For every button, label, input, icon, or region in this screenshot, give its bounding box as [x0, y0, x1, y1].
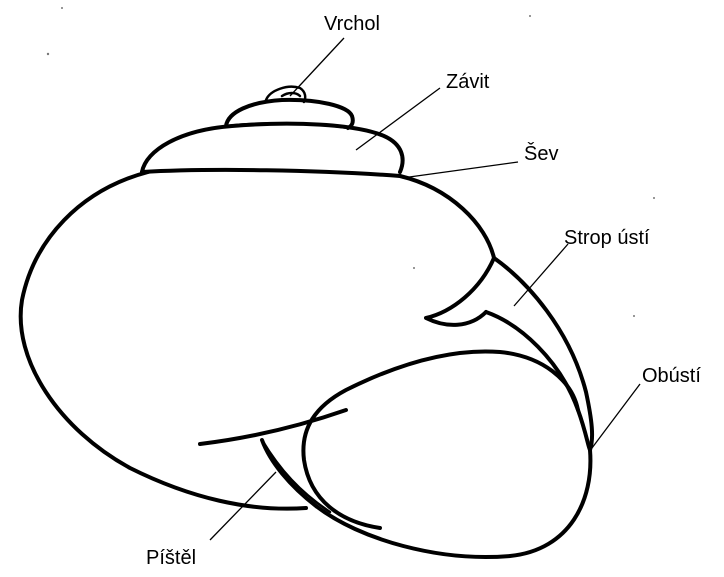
speck	[413, 267, 415, 269]
shell-aperture-lip	[486, 312, 590, 450]
leader-vrchol	[290, 38, 344, 96]
label-zavit: Závit	[446, 72, 489, 92]
speck	[633, 315, 635, 317]
label-pistel: Píštěl	[146, 548, 196, 568]
label-vrchol: Vrchol	[324, 14, 380, 34]
speck	[47, 53, 49, 55]
leader-strop-usti	[514, 244, 568, 306]
label-sev: Šev	[524, 144, 558, 164]
shell-body-whorl	[21, 172, 494, 509]
shell-suture	[142, 170, 400, 176]
leader-sev	[402, 162, 518, 178]
shell-peristome-inner	[303, 351, 578, 528]
speck	[529, 15, 531, 17]
shell-whorl-middle	[142, 124, 403, 172]
speck	[653, 197, 655, 199]
speck	[61, 7, 63, 9]
shell-umbilicus-edge	[200, 410, 346, 444]
leader-obusti	[592, 384, 640, 448]
label-strop-usti: Strop ústí	[564, 228, 650, 248]
label-obusti: Obústí	[642, 366, 701, 386]
leader-zavit	[356, 88, 440, 150]
